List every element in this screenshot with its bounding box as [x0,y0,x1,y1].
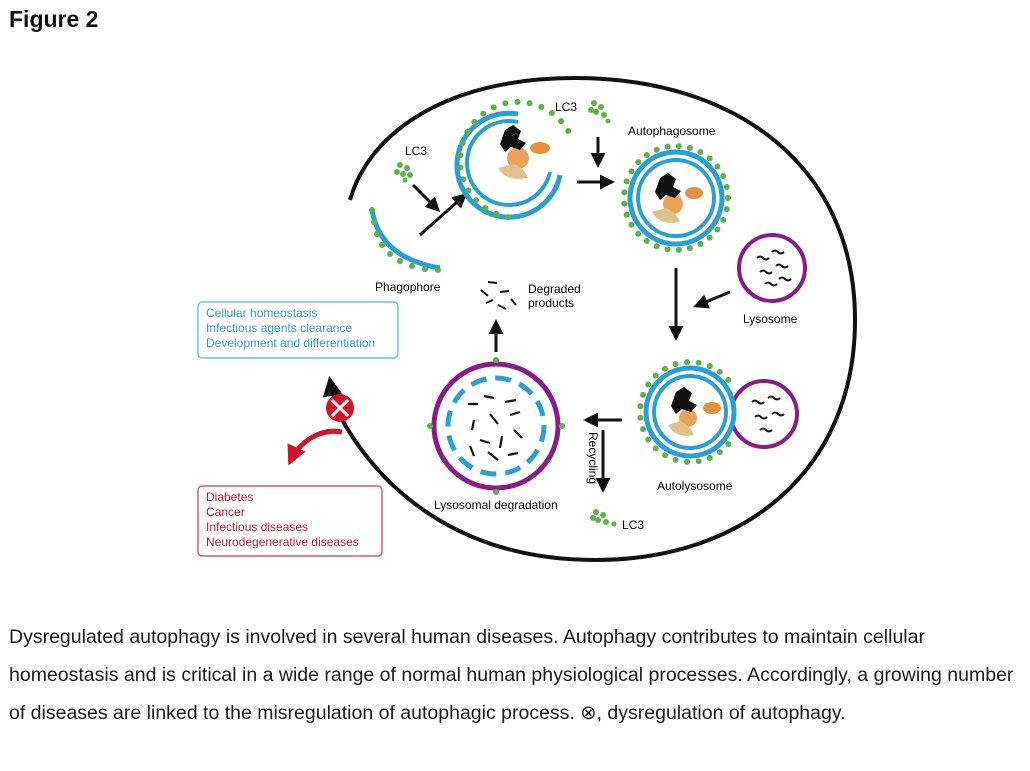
disease-arrow [287,428,343,466]
disease-item: Infectious diseases [206,520,308,534]
lc3-arrow-left [411,183,441,213]
disease-item: Diabetes [206,490,253,504]
disease-item: Neurodegenerative diseases [206,535,359,549]
phagophore-label: Phagophore [375,280,441,294]
expanding-phagophore [454,110,563,220]
dysregulation-icon [326,394,354,422]
degraded-label-line1: Degraded [528,282,581,296]
function-item: Infectious agents clearance [206,321,352,335]
lc3-cluster-left [394,162,413,183]
lc3-label-top: LC3 [555,100,577,114]
function-item: Cellular homeostasis [206,306,317,320]
diseases-box: Diabetes Cancer Infectious diseases Neur… [197,485,383,557]
lc3-cluster-bottom [590,509,617,527]
lysosome [737,233,807,303]
figure-title: Figure 2 [9,6,99,32]
autolysosome [637,359,799,465]
lysosomal-degradation [427,357,565,495]
lysosomal-degradation-label: Lysosomal degradation [434,498,558,512]
disease-item: Cancer [206,505,245,519]
recycling-label: Recycling [586,432,600,484]
lysosome-fusion-arrow [693,290,731,309]
figure-caption: Dysregulated autophagy is involved in se… [9,626,1014,724]
phagophore-membrane [369,207,441,273]
autophagosome [621,143,731,253]
lc3-label-left: LC3 [405,144,427,158]
cargo-top [498,125,550,179]
function-item: Development and differentiation [206,336,375,350]
degraded-products [480,281,517,310]
autophagy-diagram: Phagophore LC3 LC3 Autophagosome [197,75,858,563]
phagophore-to-expansion-arrow [419,193,468,237]
autolysosome-label: Autolysosome [657,479,733,493]
lysosome-label: Lysosome [743,312,798,326]
functions-box: Cellular homeostasis Infectious agents c… [197,301,399,359]
lc3-cluster-top [588,100,611,124]
lc3-label-bottom: LC3 [622,518,644,532]
expanding-phagophore-lc3 [457,99,572,221]
degraded-label-line2: products [528,296,574,310]
autophagosome-label: Autophagosome [628,124,716,138]
cell-outline [343,75,858,563]
